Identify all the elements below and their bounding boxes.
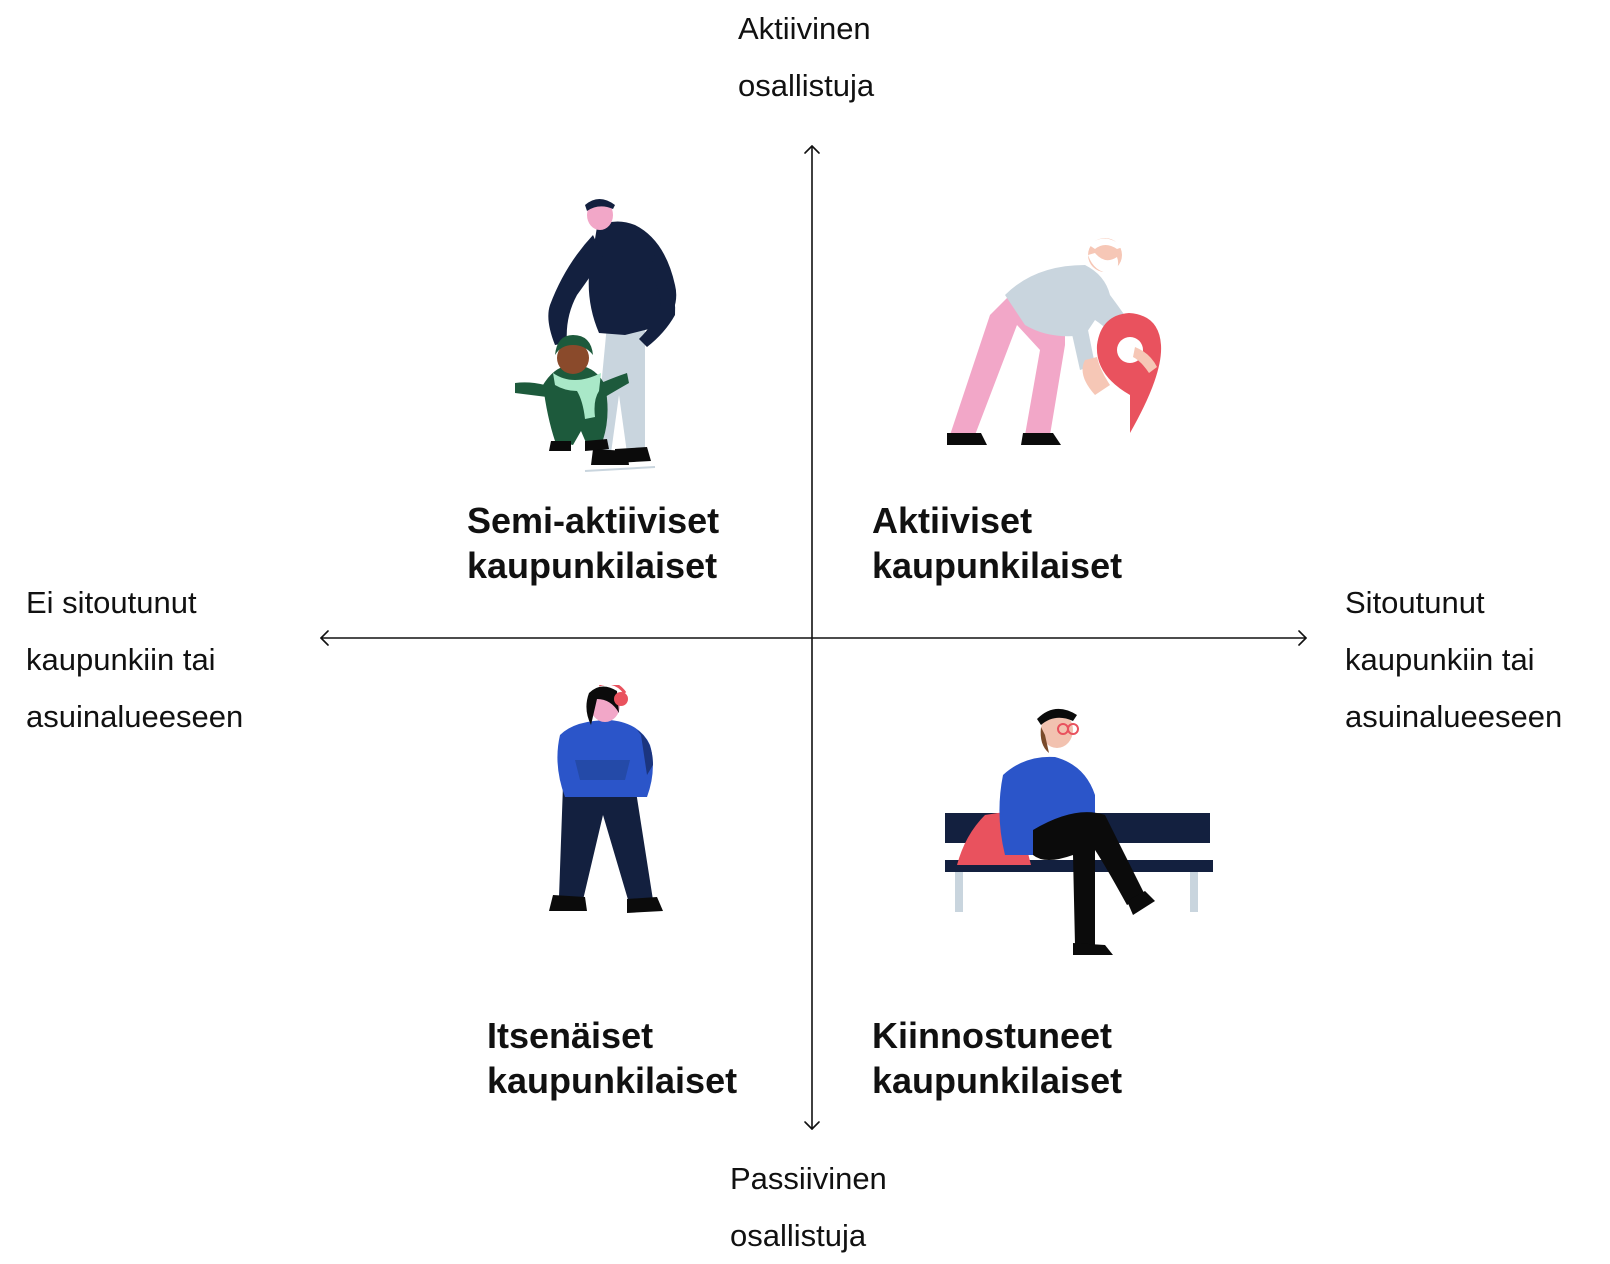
arrow-right-icon — [1298, 630, 1307, 646]
person-on-bench-illustration — [945, 708, 1213, 955]
axis-label-bottom: Passiivinen osallistuja — [730, 1161, 887, 1253]
quadrant-label-interested: Kiinnostuneet kaupunkilaiset — [872, 1015, 1123, 1101]
arrow-down-icon — [804, 1121, 820, 1130]
elderly-man-with-location-pin-illustration — [947, 238, 1162, 445]
quadrant-label-independent: Itsenäiset kaupunkilaiset — [487, 1015, 738, 1101]
axis-label-left: Ei sitoutunut kaupunkiin tai asuinaluees… — [26, 585, 244, 734]
axis-label-top: Aktiivinen osallistuja — [738, 11, 875, 103]
arrow-left-icon — [320, 630, 329, 646]
quadrant-label-semi-active: Semi-aktiiviset kaupunkilaiset — [467, 500, 720, 586]
axis-label-right: Sitoutunut kaupunkiin tai asuinalueeseen — [1345, 585, 1563, 734]
arrow-up-icon — [804, 145, 820, 154]
person-with-headphones-illustration — [549, 685, 663, 913]
quadrant-label-active: Aktiiviset kaupunkilaiset — [872, 500, 1123, 586]
adult-with-child-skating-illustration — [515, 199, 677, 472]
